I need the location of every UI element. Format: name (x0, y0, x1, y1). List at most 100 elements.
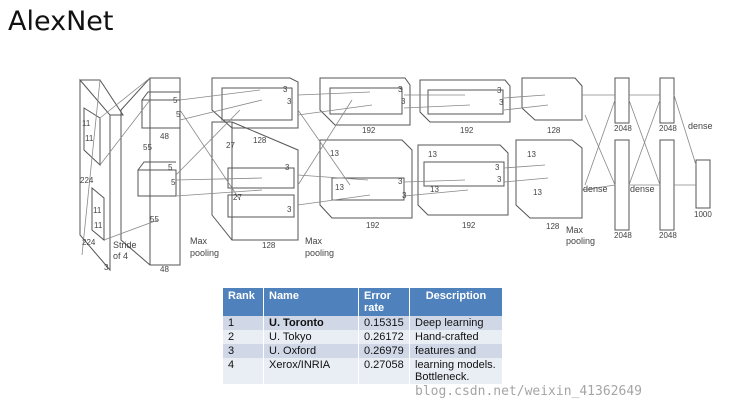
fc7-size-label-a: 2048 (659, 124, 677, 133)
conv5-size-label-a: 13 (527, 150, 536, 159)
conv1-k-label-c: 5 (168, 163, 173, 172)
rank-cell: 1 (223, 316, 264, 330)
conv3-depth-label-a: 192 (362, 126, 376, 135)
conv4-bottom (417, 144, 509, 216)
rank-cell: 2 (223, 330, 264, 344)
fc8-size-label: 1000 (694, 210, 712, 219)
conv2-k-label-d: 3 (287, 205, 292, 214)
conv3-size-label-b: 13 (335, 183, 344, 192)
conv2-pool-label-2: pooling (305, 248, 334, 258)
fc7-top (659, 77, 675, 124)
fc6-size-label-a: 2048 (614, 124, 632, 133)
stride-label-2: of 4 (113, 251, 128, 261)
conv1-size-label-a: 55 (143, 143, 152, 152)
error-cell: 0.26172 (358, 330, 410, 344)
conv2-size-label-b: 27 (233, 193, 242, 202)
fc8-dense-label: dense (688, 121, 713, 131)
input-size-label-b: 224 (82, 238, 96, 247)
input-volume-front (79, 78, 111, 272)
fc7-bottom (659, 139, 675, 231)
conv1-k-label-b: 5 (176, 110, 181, 119)
fc6-bottom (614, 139, 630, 231)
conv2-k-label-b: 3 (287, 97, 292, 106)
conv1-k-label-d: 5 (171, 178, 176, 187)
conv5-pool-label-2: pooling (566, 236, 595, 246)
conv5-top (521, 77, 583, 121)
error-cell: 0.27058 (358, 358, 410, 384)
slide-title: AlexNet (8, 6, 114, 37)
conv5-depth-label-a: 128 (547, 126, 561, 135)
conv4-top (419, 79, 511, 123)
description-cell: Hand-crafted (409, 330, 503, 344)
input-size-label-a: 224 (80, 176, 94, 185)
table-row: 1 U. Toronto 0.15315 Deep learning (223, 316, 503, 330)
description-cell: Deep learning (409, 316, 503, 330)
conv5-bottom (515, 139, 583, 219)
conv2-kernel-1 (227, 167, 295, 189)
rank-cell: 4 (223, 358, 264, 384)
conv4-kernel-top (427, 89, 504, 115)
conv1-depth-label-a: 48 (160, 132, 169, 141)
conv3-k-label-a: 3 (398, 85, 403, 94)
fc6-dense-label: dense (583, 184, 608, 194)
conv5-pool-label-1: Max (566, 225, 584, 235)
conv3-kernel-bottom (331, 177, 405, 201)
conv4-depth-label-a: 192 (460, 126, 474, 135)
conv1-pool-label-2: pooling (190, 248, 219, 258)
conv3-kernel-top (329, 87, 403, 115)
conv2-pool-label-1: Max (305, 236, 323, 246)
fc7-size-label-b: 2048 (659, 231, 677, 240)
conv3-size-label-a: 13 (330, 149, 339, 158)
input-kernel-label-a: 11 (82, 119, 91, 128)
description-cell: learning models.Bottleneck. (409, 358, 503, 384)
conv2-depth-label-a: 128 (253, 136, 267, 145)
table-row: 3 U. Oxford 0.26979 features and (223, 344, 503, 358)
conv3-bottom (319, 139, 413, 219)
name-cell: U. Toronto (263, 316, 359, 330)
stride-label-1: Stride (113, 240, 137, 250)
conv4-k-label-a: 3 (497, 86, 502, 95)
name-cell: U. Oxford (263, 344, 359, 358)
header-name: Name (263, 288, 359, 316)
conv1-k-label-a: 5 (173, 96, 178, 105)
conv3-top (319, 77, 411, 126)
input-kernel-label-b: 11 (85, 134, 94, 143)
name-cell: U. Tokyo (263, 330, 359, 344)
conv1-size-label-b: 55 (150, 215, 159, 224)
conv3-k-label-d: 3 (402, 191, 407, 200)
conv2-depth-label-b: 128 (262, 241, 276, 250)
error-cell: 0.15315 (358, 316, 410, 330)
conv2-kernel-top (221, 87, 293, 121)
conv4-size-label-a: 13 (428, 150, 437, 159)
table-row: 2 U. Tokyo 0.26172 Hand-crafted (223, 330, 503, 344)
description-cell: features and (409, 344, 503, 358)
conv5-size-label-b: 13 (533, 188, 542, 197)
conv2-k-label-c: 3 (285, 163, 290, 172)
conv3-k-label-b: 3 (401, 97, 406, 106)
name-cell: Xerox/INRIA (263, 358, 359, 384)
conv3-depth-label-b: 192 (366, 221, 380, 230)
conv2-size-label-a: 27 (226, 141, 235, 150)
input-kernel-label-c: 11 (93, 206, 102, 215)
input-depth-label: 3 (104, 263, 109, 272)
header-description: Description (409, 288, 503, 316)
conv4-depth-label-b: 192 (462, 221, 476, 230)
input-kernel-label-d: 11 (94, 221, 103, 230)
table-row: 4 Xerox/INRIA 0.27058 learning models.Bo… (223, 358, 503, 384)
conv1-kernel-bottom (137, 169, 177, 197)
conv1-kernel-top (141, 99, 181, 129)
input-volume-edges (80, 79, 124, 116)
conv4-size-label-b: 13 (430, 185, 439, 194)
fc6-size-label-b: 2048 (614, 231, 632, 240)
conv4-k-label-b: 3 (499, 98, 504, 107)
conv1-pool-label-1: Max (190, 236, 208, 246)
conv1-depth-label-b: 48 (160, 265, 169, 274)
fc8-box (695, 159, 711, 209)
conv2-top (211, 77, 299, 129)
conv4-kernel-bottom (423, 161, 505, 187)
fc6-top (614, 77, 630, 124)
watermark-text: blog.csdn.net/weixin_41362649 (415, 384, 642, 399)
